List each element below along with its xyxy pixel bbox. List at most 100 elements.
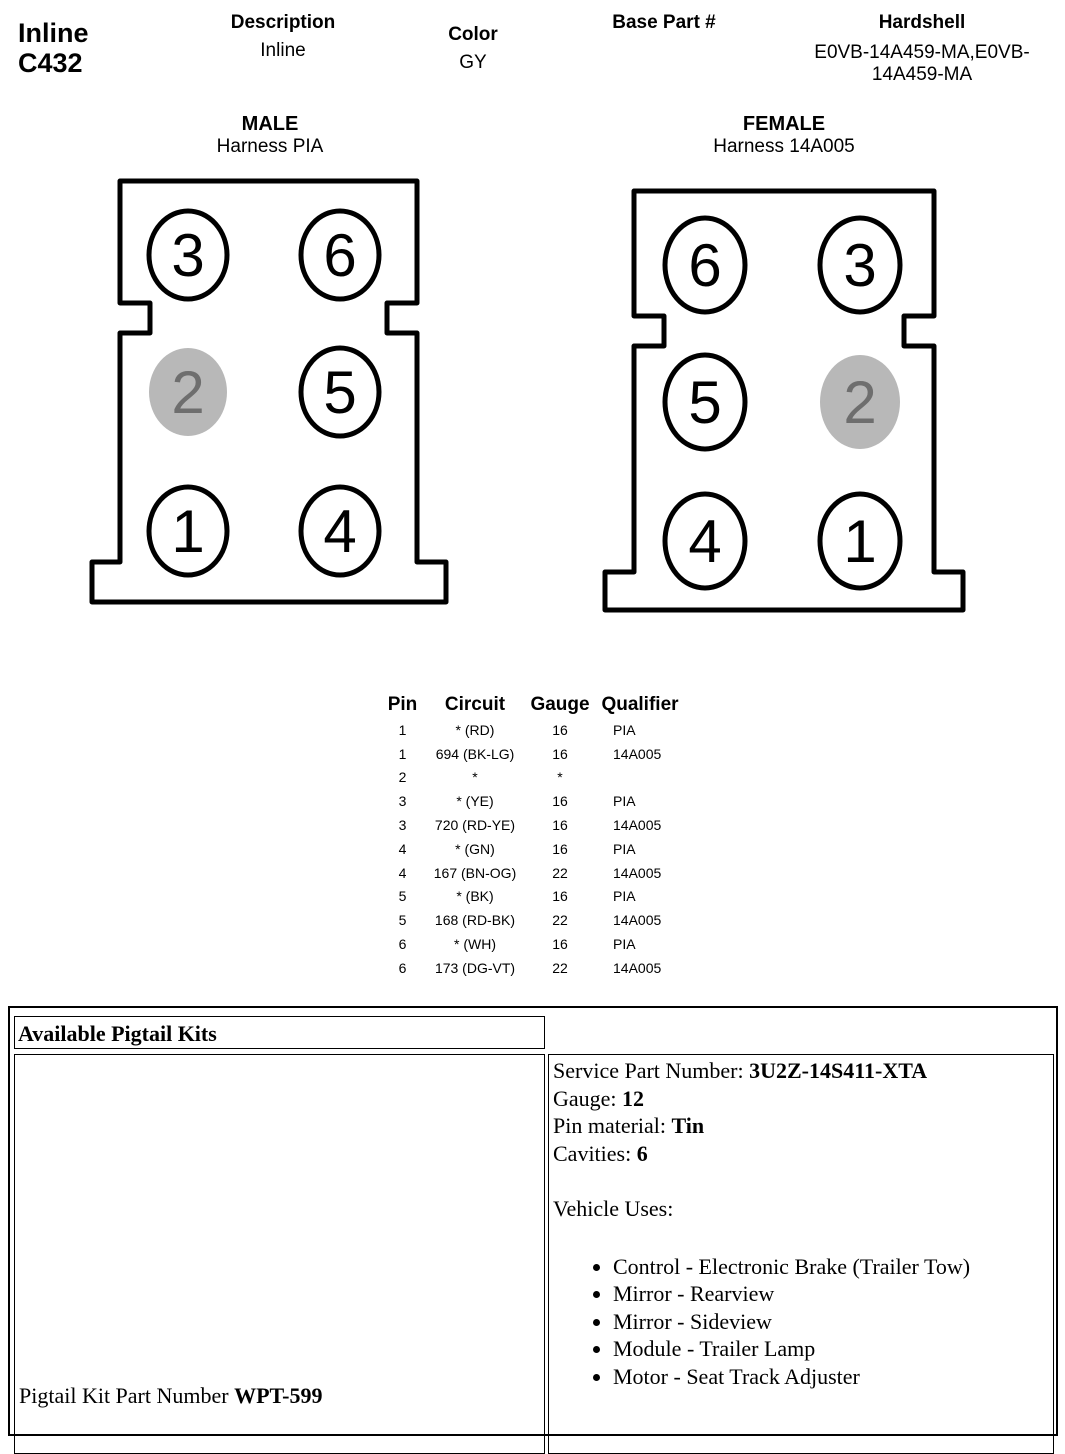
male-pin-cavity <box>146 484 230 578</box>
vehicle-use-item: Motor - Seat Track Adjuster <box>613 1363 970 1391</box>
female-pin-cavity <box>662 352 748 452</box>
service-part-number: 3U2Z-14S411-XTA <box>749 1058 928 1083</box>
cavities-label: Cavities: <box>553 1140 637 1166</box>
female-pin-6: 6 <box>662 215 748 315</box>
connector-title-line1: Inline <box>18 18 89 48</box>
female-pin-cavity <box>662 491 748 591</box>
pin-table-row: 1 694 (BK-LG) 16 14A005 <box>380 742 685 766</box>
female-pin-cavity <box>820 355 900 449</box>
hardshell-value-line2: 14A459-MA <box>871 64 973 85</box>
male-pin-4: 4 <box>298 484 382 578</box>
pin-material-line: Pin material: Tin <box>553 1112 970 1140</box>
pigtail-kit-part-number: WPT-599 <box>234 1383 323 1408</box>
female-housing <box>602 188 966 613</box>
hardshell-block: Hardshell E0VB-14A459-MA,E0VB- 14A459-MA <box>790 12 1054 86</box>
male-pin-3: 3 <box>146 208 230 302</box>
gauge-cell: 22 <box>552 864 568 881</box>
base-part-block: Base Part # <box>590 12 738 34</box>
pigtail-kit-part-label: Pigtail Kit Part Number <box>19 1383 235 1408</box>
qualifier-cell: 14A005 <box>613 912 662 929</box>
circuit-cell: * (WH) <box>454 936 496 953</box>
connector-title: Inline C432 <box>18 18 89 78</box>
male-pin-cavity <box>298 208 382 302</box>
pin-cell: 4 <box>398 840 407 857</box>
gauge-cell: 16 <box>552 745 568 762</box>
female-pin-cavity <box>817 491 903 591</box>
circuit-cell: 173 (DG-VT) <box>434 959 516 976</box>
circuit-cell: * (YE) <box>456 793 494 810</box>
female-pin-label: 1 <box>843 508 876 575</box>
male-pin-cavity <box>298 345 382 439</box>
pin-cell: 5 <box>398 912 407 929</box>
female-title: FEMALE <box>742 113 826 135</box>
color-label: Color <box>448 24 498 45</box>
header-circuit: Circuit <box>444 694 506 715</box>
gauge-cell: 16 <box>552 936 568 953</box>
male-pin-cavity <box>149 348 227 436</box>
male-pin-cavity <box>146 208 230 302</box>
pigtail-details: Service Part Number: 3U2Z-14S411-XTA Gau… <box>553 1057 970 1390</box>
male-title: MALE <box>241 113 299 135</box>
connector-title-line2: C432 <box>18 48 83 78</box>
pin-material-label: Pin material: <box>553 1113 672 1138</box>
female-pin-4: 4 <box>662 491 748 591</box>
gauge-value: 12 <box>622 1085 645 1111</box>
pin-table-row: 3 720 (RD-YE) 16 14A005 <box>380 813 685 837</box>
male-pin-1: 1 <box>146 484 230 578</box>
female-pin-label: 6 <box>688 232 721 299</box>
vehicle-use-item: Mirror - Sideview <box>613 1308 970 1336</box>
hardshell-value-line1: E0VB-14A459-MA,E0VB- <box>814 42 1030 63</box>
female-pin-label: 5 <box>688 369 721 436</box>
pin-cell: 2 <box>398 769 407 786</box>
qualifier-cell <box>595 766 685 790</box>
pigtail-heading: Available Pigtail Kits <box>18 1021 217 1046</box>
male-subtitle: Harness PIA <box>216 136 324 157</box>
circuit-cell: * (GN) <box>455 840 495 857</box>
male-pin-5: 5 <box>298 345 382 439</box>
vehicle-uses-label: Vehicle Uses: <box>553 1196 674 1221</box>
service-part-label: Service Part Number: <box>553 1058 750 1083</box>
header-gauge: Gauge <box>530 694 590 715</box>
gauge-cell: * <box>557 769 563 786</box>
pigtail-kits-panel: Available Pigtail Kits Pigtail Kit Part … <box>8 1006 1058 1454</box>
cavities-line: Cavities: 6 <box>553 1140 970 1168</box>
gauge-cell: 16 <box>552 817 568 834</box>
female-heading: FEMALE Harness 14A005 <box>664 113 904 158</box>
pin-cell: 3 <box>398 817 407 834</box>
female-pin-cavity <box>817 215 903 315</box>
qualifier-cell: PIA <box>613 936 636 953</box>
circuit-cell: 167 (BN-OG) <box>433 864 517 881</box>
male-heading: MALE Harness PIA <box>150 113 390 158</box>
gauge-label: Gauge: <box>553 1085 623 1111</box>
male-pin-label: 1 <box>171 498 204 565</box>
pin-cell: 5 <box>398 888 407 905</box>
circuit-cell: 720 (RD-YE) <box>434 817 516 834</box>
qualifier-cell: PIA <box>613 840 636 857</box>
circuit-cell: * (RD) <box>455 721 495 738</box>
qualifier-cell: 14A005 <box>613 745 662 762</box>
female-subtitle: Harness 14A005 <box>713 136 855 157</box>
male-pin-2: 2 <box>149 348 227 436</box>
circuit-cell: 694 (BK-LG) <box>435 745 515 762</box>
male-pin-6: 6 <box>298 208 382 302</box>
pin-table-row: 2** <box>380 766 685 790</box>
female-pin-5: 5 <box>662 352 748 452</box>
qualifier-cell: 14A005 <box>613 817 662 834</box>
pin-cell: 1 <box>398 745 407 762</box>
vehicle-uses-list: Control - Electronic Brake (Trailer Tow)… <box>553 1253 970 1391</box>
vehicle-use-item: Module - Trailer Lamp <box>613 1335 970 1363</box>
female-pin-label: 2 <box>843 369 876 436</box>
cavities-value: 6 <box>636 1140 648 1166</box>
pigtail-kit-part: Pigtail Kit Part Number WPT-599 <box>19 1383 323 1409</box>
circuit-cell: * (BK) <box>456 888 494 905</box>
description-label: Description <box>230 12 336 33</box>
female-pin-1: 1 <box>817 491 903 591</box>
